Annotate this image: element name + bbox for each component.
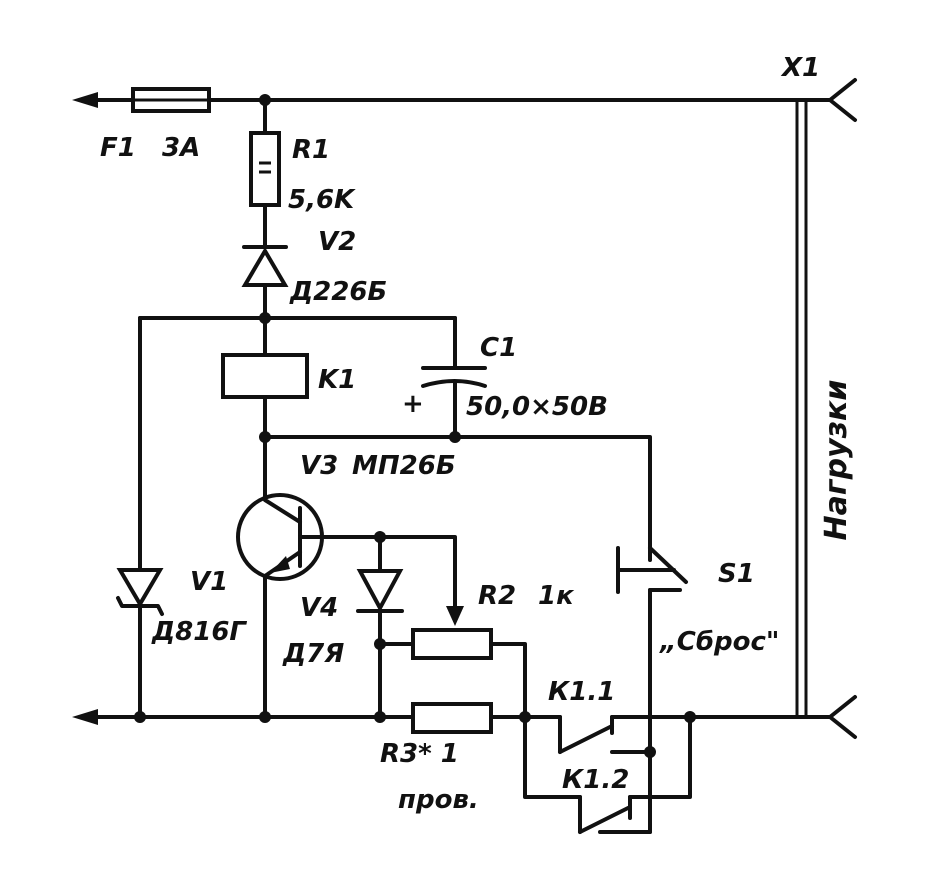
c1-ref: C1	[480, 333, 517, 363]
contact-k11	[558, 715, 614, 754]
c1-polarity: +	[402, 389, 424, 419]
v2-value: Д226Б	[289, 277, 387, 307]
connector-x1-top	[828, 78, 857, 122]
capacitor-c1	[421, 316, 487, 439]
bottom-rail	[72, 702, 832, 734]
s1-label: „Сброс"	[659, 627, 779, 657]
zener-v1	[116, 316, 164, 719]
node	[259, 711, 271, 723]
node	[449, 431, 461, 443]
potentiometer-r2	[378, 628, 527, 719]
v3-value: МП26Б	[352, 451, 456, 481]
node	[374, 711, 386, 723]
fuse-ref: F1	[100, 133, 136, 163]
r1-ref: R1	[292, 135, 330, 165]
k12-ref: К1.2	[562, 765, 629, 795]
fuse-value: 3A	[162, 133, 200, 163]
r2-ref: R2	[478, 581, 516, 611]
k11-ref: К1.1	[548, 677, 615, 707]
c1-value: 50,0×50В	[466, 392, 608, 422]
connector-x1-bottom	[828, 695, 857, 739]
resistor-r1	[249, 98, 281, 249]
v4-ref: V4	[300, 593, 338, 623]
v1-ref: V1	[190, 567, 228, 597]
switch-s1	[616, 546, 688, 594]
k12-wiring	[523, 588, 692, 834]
relay-coil-k1	[221, 316, 309, 439]
k1-ref: K1	[318, 365, 356, 395]
fuse-f1	[131, 87, 211, 113]
wire	[378, 535, 457, 614]
r3-note: пров.	[398, 785, 479, 815]
r2-value: 1к	[538, 581, 575, 611]
r1-value: 5,6K	[288, 185, 356, 215]
diode-v2	[241, 245, 289, 320]
v1-value: Д816Г	[151, 617, 247, 647]
v3-ref: V3	[300, 451, 338, 481]
wire	[263, 435, 652, 550]
load-label: Нагрузки	[819, 380, 854, 541]
transistor-v3	[236, 435, 382, 719]
top-rail	[72, 92, 832, 108]
v2-ref: V2	[318, 227, 356, 257]
s1-ref: S1	[718, 559, 755, 589]
r3-ref: R3* 1	[380, 739, 459, 769]
connector-ref: X1	[780, 53, 820, 83]
v4-value: Д7Я	[282, 639, 344, 669]
r2-wiper	[446, 606, 464, 626]
diode-v4	[356, 535, 404, 719]
node	[134, 711, 146, 723]
load-lines	[795, 100, 808, 716]
node	[644, 746, 656, 758]
